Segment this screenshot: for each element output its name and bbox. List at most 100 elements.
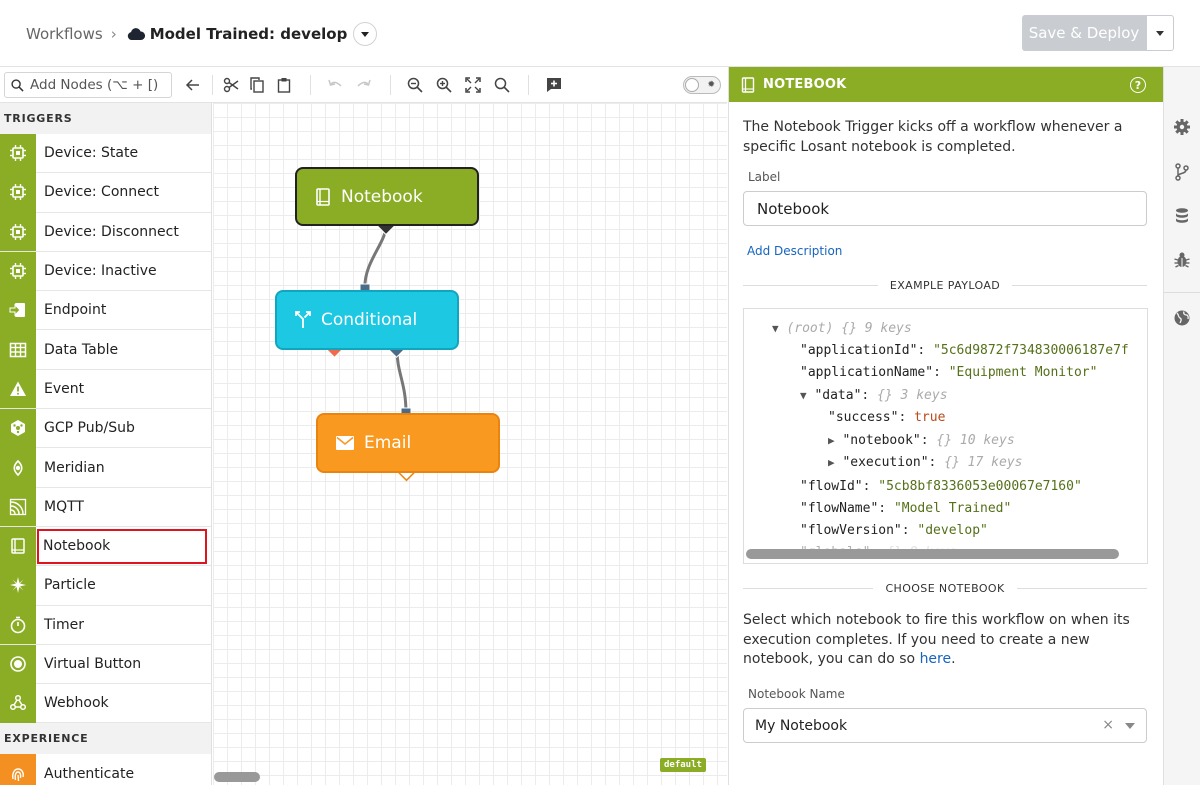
palette-item-mqtt[interactable]: MQTT [0,487,211,527]
save-deploy-button[interactable]: Save & Deploy [1022,15,1146,51]
payload-key: "flowId" [800,479,863,494]
bug-icon[interactable] [1173,251,1191,269]
collapse-arrow-icon[interactable] [184,76,202,94]
expand-arrow-icon[interactable]: ▶ [828,434,835,447]
add-nodes-input[interactable] [30,77,170,93]
device-icon [0,133,36,173]
label-input[interactable] [743,191,1147,226]
palette-item-device-connect[interactable]: Device: Connect [0,172,211,213]
button-icon [0,644,36,684]
example-payload-viewer[interactable]: ▼ (root) {} 9 keys "applicationId": "5c6… [743,308,1148,564]
paste-icon[interactable] [275,76,293,94]
palette-item-label: Device: Connect [44,184,159,201]
chevron-down-icon[interactable] [1125,723,1135,729]
zoom-in-icon[interactable] [435,76,453,94]
toolbar-divider [310,75,311,95]
palette-item-timer[interactable]: Timer [0,605,211,645]
notebook-name-select[interactable]: My Notebook × [743,708,1147,743]
webhook-icon [0,683,36,723]
copy-icon[interactable] [248,76,266,94]
device-icon [0,172,36,212]
expand-arrow-icon[interactable]: ▶ [828,456,835,469]
globe-icon[interactable] [1173,309,1191,327]
debug-toggle[interactable]: ✹ [683,76,721,94]
palette-item-webhook[interactable]: Webhook [0,683,211,724]
palette-item-particle[interactable]: Particle [0,565,211,606]
canvas-scrollbar[interactable] [214,772,260,782]
palette-item-virtual-button[interactable]: Virtual Button [0,644,211,685]
add-nodes-search[interactable] [4,72,172,98]
save-options-dropdown[interactable] [1146,15,1174,51]
add-description-link[interactable]: Add Description [747,244,843,258]
node-email[interactable]: Email [316,413,500,473]
palette-item-label: Meridian [44,459,105,476]
palette-item-label: Device: Disconnect [44,223,179,240]
panel-title: NOTEBOOK [763,77,847,92]
breadcrumb-workflows-link[interactable]: Workflows [26,25,103,43]
palette-item-meridian[interactable]: Meridian [0,448,211,488]
collapse-arrow-icon[interactable]: ▼ [772,322,779,335]
payload-key: "applicationId" [800,343,918,358]
palette-item-label: Endpoint [44,302,107,319]
payload-value: "5cb8bf8336053e00067e7160" [878,479,1082,494]
workflow-canvas[interactable]: Notebook Conditional Email default [213,103,727,785]
gear-icon[interactable] [1173,118,1191,136]
palette-item-notebook[interactable]: Notebook [0,526,211,567]
palette-item-data-table[interactable]: Data Table [0,330,211,370]
toggle-knob [685,78,699,92]
palette-item-device-disconnect[interactable]: Device: Disconnect [0,212,211,252]
payload-key: "execution" [842,455,929,470]
workflow-menu-button[interactable] [353,22,378,46]
payload-key: "flowName" [800,501,879,516]
node-conditional[interactable]: Conditional [275,290,459,350]
redo-icon[interactable] [355,76,373,94]
storage-database-icon[interactable] [1173,207,1191,225]
choose-notebook-help: Select which notebook to fire this workf… [743,611,1153,670]
node-palette: TRIGGERS Device: State Device: Connect D… [0,103,212,785]
undo-icon[interactable] [326,76,344,94]
payload-meta: {} 9 keys [841,321,912,336]
fit-to-screen-icon[interactable] [464,76,482,94]
palette-item-label: Data Table [44,341,119,358]
payload-key: "applicationName" [800,365,934,380]
payload-meta: {} 10 keys [936,433,1015,448]
breadcrumb: Workflows › Model Trained: develop [26,22,378,46]
search-icon [11,78,24,92]
toolbar-divider [528,75,529,95]
palette-item-event[interactable]: Event [0,369,211,410]
palette-item-authenticate[interactable]: Authenticate [0,754,211,785]
notebook-name-caption: Notebook Name [748,687,845,701]
branch-icon [295,311,311,328]
palette-item-label: Device: State [44,145,139,162]
toolbar-divider [212,75,213,95]
payload-scrollbar[interactable] [746,549,1119,559]
top-bar: Workflows › Model Trained: develop Save … [0,0,1200,67]
chevron-down-icon [361,31,370,37]
palette-item-gcp-pubsub[interactable]: GCP Pub/Sub [0,408,211,449]
device-icon [0,212,36,252]
help-icon[interactable]: ? [1130,77,1146,93]
create-notebook-link[interactable]: here [919,651,952,667]
palette-item-device-inactive[interactable]: Device: Inactive [0,251,211,292]
meridian-icon [0,448,36,488]
palette-item-device-state[interactable]: Device: State [0,133,211,174]
selected-notebook: My Notebook [755,718,848,734]
collapse-arrow-icon[interactable]: ▼ [800,389,807,402]
payload-key: "data" [814,388,862,403]
palette-item-label: Authenticate [44,765,135,782]
node-label: Notebook [341,186,423,207]
clear-selection-icon[interactable]: × [1102,717,1114,733]
version-branch-icon[interactable] [1173,163,1191,181]
payload-key: "notebook" [842,433,921,448]
zoom-reset-icon[interactable] [493,76,511,94]
section-title: EXAMPLE PAYLOAD [889,278,1001,292]
payload-key: "success" [828,410,899,425]
payload-key: "flowVersion" [800,523,902,538]
cut-icon[interactable] [222,76,240,94]
palette-item-label: Timer [44,616,85,633]
node-label: Conditional [321,310,418,330]
node-notebook[interactable]: Notebook [295,167,479,226]
palette-item-endpoint[interactable]: Endpoint [0,290,211,331]
add-comment-icon[interactable] [545,76,563,94]
zoom-out-icon[interactable] [406,76,424,94]
